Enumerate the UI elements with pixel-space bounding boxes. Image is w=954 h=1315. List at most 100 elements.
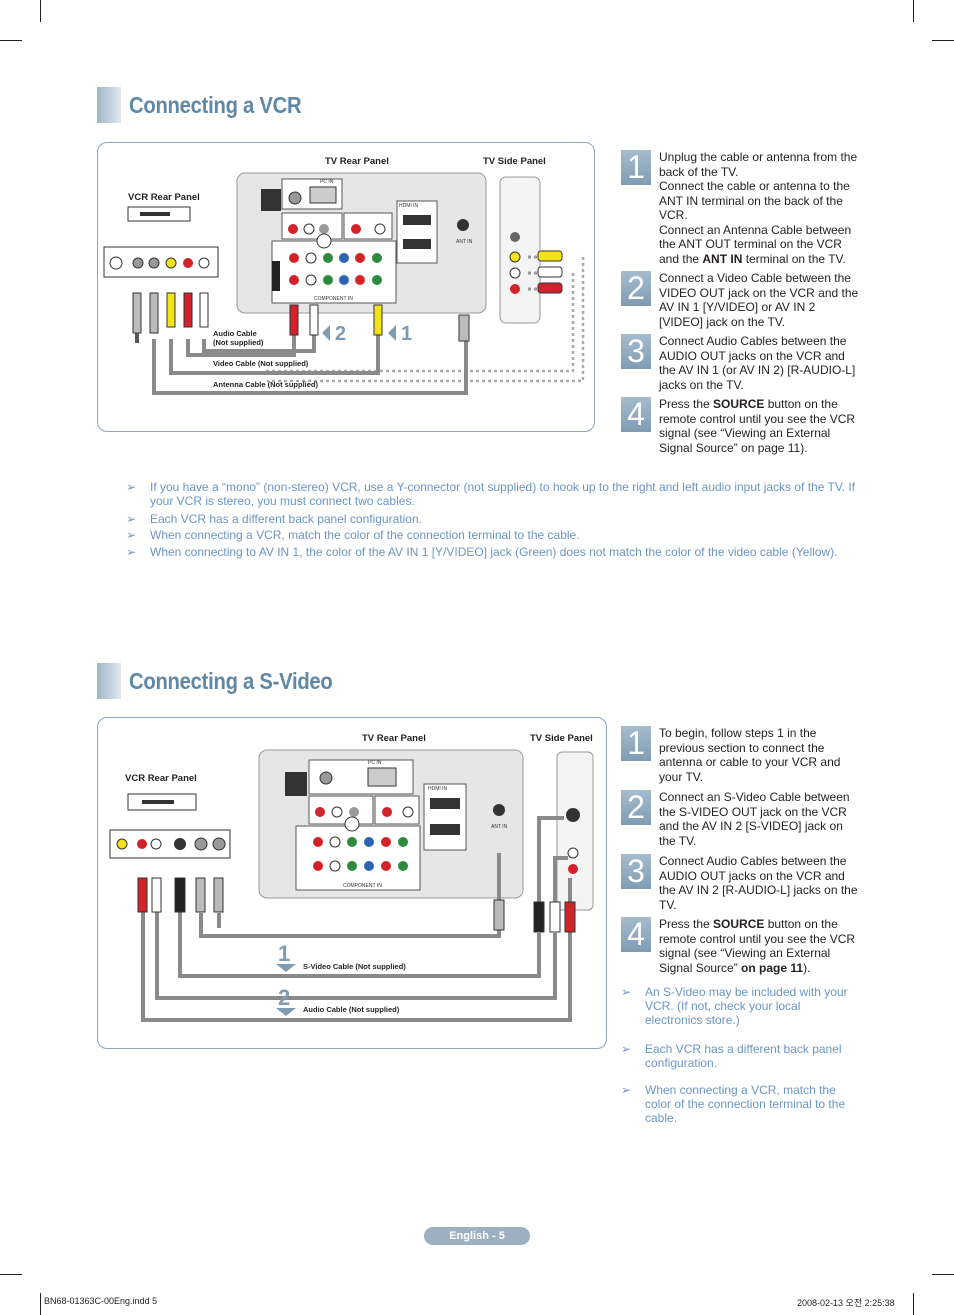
vcr-step-4: 4 Press the SOURCE button on the remote … xyxy=(621,396,861,455)
svideo-step-1: 1 To begin, follow steps 1 in the previo… xyxy=(621,725,861,784)
callout-1-vcr: 1 xyxy=(401,323,412,345)
audio-out-l-jack xyxy=(303,223,315,235)
crop-mark xyxy=(932,40,954,41)
audio-out-r-jack xyxy=(288,224,298,234)
note-arrow-icon: ➢ xyxy=(621,1042,632,1056)
component-in-label: COMPONENT IN xyxy=(314,296,353,302)
tv-side-panel-label: TV Side Panel xyxy=(483,156,546,167)
step-number: 4 xyxy=(621,916,651,952)
video-cable-label: Video Cable (Not supplied) xyxy=(213,359,309,368)
note-arrow-icon: ➢ xyxy=(126,545,137,559)
section-title-svideo: Connecting a S-Video xyxy=(97,663,360,699)
component-in-label: COMPONENT IN xyxy=(343,883,382,889)
note-text: An S-Video may be included with your VCR… xyxy=(645,985,848,1027)
svideo-diagram: 1 2 PC IN HDMI IN COMPONENT IN ANT IN TV… xyxy=(97,717,607,1049)
pc-in-label: PC IN xyxy=(320,179,334,185)
tv-rear-panel-label: TV Rear Panel xyxy=(362,733,426,744)
exlink-jack xyxy=(319,224,329,234)
step-text: Press the SOURCE button on the remote co… xyxy=(659,397,856,455)
note-text: If you have a “mono” (non-stereo) VCR, u… xyxy=(150,480,856,508)
note-text: When connecting a VCR, match the color o… xyxy=(150,528,580,542)
tv-side-panel-shape xyxy=(499,176,541,324)
svideo-step-2: 2 Connect an S-Video Cable between the S… xyxy=(621,789,861,848)
page-number-badge: English - 5 xyxy=(424,1227,530,1245)
vcr-rear-panel-shape xyxy=(103,246,219,278)
note-text: Each VCR has a different back panel conf… xyxy=(645,1042,842,1070)
step-text: Connect a Video Cable between the VIDEO … xyxy=(659,271,859,329)
note-text: When connecting a VCR, match the color o… xyxy=(645,1083,846,1125)
component-av-block xyxy=(271,240,397,304)
note-arrow-icon: ➢ xyxy=(126,528,137,542)
callout-2-svideo: 2 xyxy=(278,985,290,1010)
svideo-cable-label: S-Video Cable (Not supplied) xyxy=(303,962,406,971)
crop-mark xyxy=(40,0,41,22)
callout-1-svideo: 1 xyxy=(278,941,290,966)
vcr-rear-panel-label: VCR Rear Panel xyxy=(125,773,197,784)
pc-audio-jack xyxy=(288,191,302,205)
audio-cable-label: Audio Cable (Not supplied) xyxy=(303,1005,400,1014)
antenna-cable-label: Antenna Cable (Not supplied) xyxy=(213,380,318,389)
svideo-connection-diagram: 1 2 PC IN HDMI IN COMPONENT IN ANT IN xyxy=(109,749,594,1022)
page-title: Connecting a S-Video xyxy=(129,667,333,694)
audio-cable-label: Audio Cable (Not supplied) xyxy=(213,329,264,347)
dvi-audio-block xyxy=(343,212,393,240)
svideo-note-1: ➢ An S-Video may be included with your V… xyxy=(621,985,857,1027)
note-arrow-icon: ➢ xyxy=(126,480,137,494)
vcr-note-4: ➢ When connecting to AV IN 1, the color … xyxy=(126,545,866,559)
crop-mark xyxy=(0,40,22,41)
step-number: 2 xyxy=(621,789,651,825)
crop-mark xyxy=(40,1293,41,1315)
vcr-note-1: ➢ If you have a “mono” (non-stereo) VCR,… xyxy=(126,480,861,508)
step-number: 1 xyxy=(621,725,651,761)
hdmi-port-2 xyxy=(403,239,431,249)
hdmi-in-label: HDMI IN xyxy=(428,786,448,792)
vcr-rear-panel-shape xyxy=(109,829,231,859)
svideo-note-3: ➢ When connecting a VCR, match the color… xyxy=(621,1083,857,1125)
callout-2-vcr: 2 xyxy=(335,323,346,345)
tv-rear-panel-label: TV Rear Panel xyxy=(325,156,389,167)
step-number: 2 xyxy=(621,270,651,306)
step-number: 4 xyxy=(621,396,651,432)
step-number: 1 xyxy=(621,149,651,185)
svideo-jack xyxy=(566,808,580,822)
hdmi-in-label: HDMI IN xyxy=(399,203,419,209)
vcr-rear-panel-label: VCR Rear Panel xyxy=(128,192,200,203)
step-text: Connect Audio Cables between the AUDIO O… xyxy=(659,334,856,392)
svideo-step-3: 3 Connect Audio Cables between the AUDIO… xyxy=(621,853,861,912)
step-text: Unplug the cable or antenna from the bac… xyxy=(659,150,858,266)
note-arrow-icon: ➢ xyxy=(126,512,137,526)
crop-mark xyxy=(932,1274,954,1275)
step-text: Connect Audio Cables between the AUDIO O… xyxy=(659,854,858,912)
connection-highlight xyxy=(316,233,332,249)
tv-side-panel-shape xyxy=(556,751,594,911)
svideo-note-2: ➢ Each VCR has a different back panel co… xyxy=(621,1042,857,1070)
note-arrow-icon: ➢ xyxy=(621,1083,632,1097)
vcr-step-3: 3 Connect Audio Cables between the AUDIO… xyxy=(621,333,861,392)
pc-vga-port xyxy=(309,186,337,204)
page-title: Connecting a VCR xyxy=(129,91,302,118)
vcr-diagram: 2 1 PC IN HDMI IN COMPONENT IN ANT IN TV… xyxy=(97,142,595,432)
vcr-step-2: 2 Connect a Video Cable between the VIDE… xyxy=(621,270,861,329)
step-number: 3 xyxy=(621,853,651,889)
ant-in-label: ANT IN xyxy=(456,239,473,245)
vcr-note-2: ➢ Each VCR has a different back panel co… xyxy=(126,512,861,526)
digital-audio-jack xyxy=(261,189,281,211)
note-text: When connecting to AV IN 1, the color of… xyxy=(150,545,838,559)
step-number: 3 xyxy=(621,333,651,369)
footer-timestamp: 2008-02-13 오전 2:25:38 xyxy=(797,1298,895,1308)
crop-mark xyxy=(0,1274,22,1275)
note-text: Each VCR has a different back panel conf… xyxy=(150,512,422,526)
pc-in-label: PC IN xyxy=(368,760,382,766)
crop-mark xyxy=(913,0,914,22)
step-text: Connect an S-Video Cable between the S-V… xyxy=(659,790,850,848)
title-accent-bar xyxy=(97,663,121,699)
ant-in-label: ANT IN xyxy=(491,824,508,830)
av-in-label-block xyxy=(272,261,280,291)
hdmi-block xyxy=(396,200,438,264)
title-accent-bar xyxy=(97,87,121,123)
step-text: To begin, follow steps 1 in the previous… xyxy=(659,726,841,784)
svideo-step-4: 4 Press the SOURCE button on the remote … xyxy=(621,916,861,975)
crop-mark xyxy=(913,1293,914,1315)
note-arrow-icon: ➢ xyxy=(621,985,632,999)
tv-side-panel-label: TV Side Panel xyxy=(530,733,593,744)
